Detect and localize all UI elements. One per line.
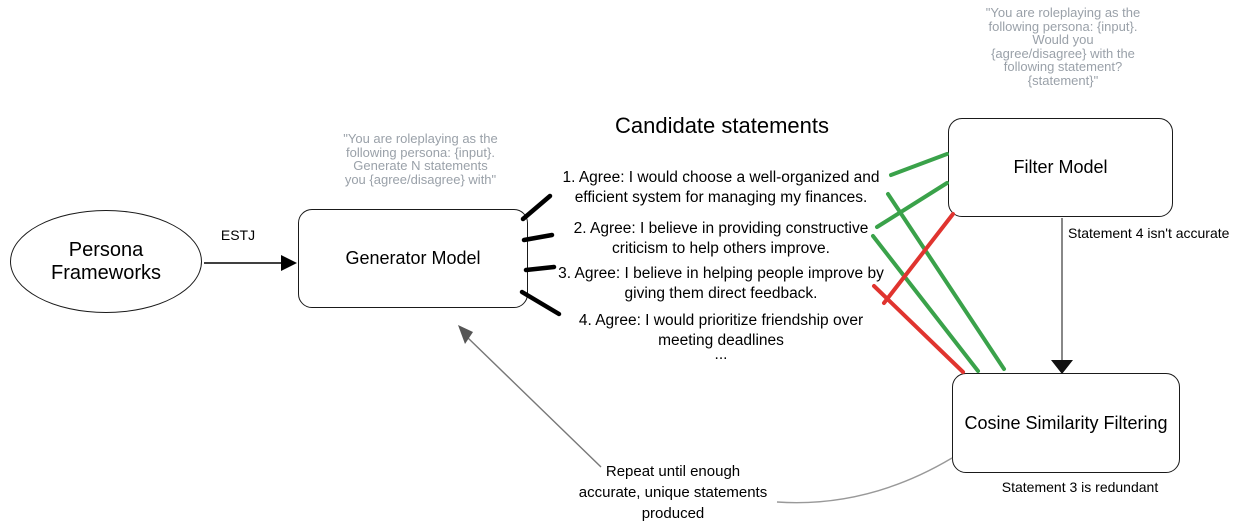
statement-1-line-1: 1. Agree: I would choose a well-organize… <box>562 169 880 186</box>
statements-ellipsis: ... <box>714 346 728 363</box>
estj-edge-label: ESTJ <box>220 227 256 243</box>
generator-prompt-line-3: Generate N statements <box>353 158 488 173</box>
node-cosine-similarity-filtering: Cosine Similarity Filtering <box>952 373 1180 473</box>
node-filter-model: Filter Model <box>948 118 1173 217</box>
statement-2-line-2: criticism to help others improve. <box>612 240 830 257</box>
cosine-note: Statement 3 is redundant <box>1001 479 1159 495</box>
repeat-note: Repeat until enough accurate, unique sta… <box>563 461 783 522</box>
repeat-note-line-1: Repeat until enough <box>605 463 741 480</box>
candidate-statements-title: Candidate statements <box>614 113 830 138</box>
filter-prompt-text: "You are roleplaying as the following pe… <box>963 6 1163 87</box>
filter-prompt-line-3: Would you <box>1032 32 1094 47</box>
generator-prompt-text: "You are roleplaying as the following pe… <box>330 132 511 186</box>
cosine-similarity-label: Cosine Similarity Filtering <box>964 412 1168 433</box>
persona-frameworks-label: Persona Frameworks <box>50 238 161 284</box>
statement-3: 3. Agree: I believe in helping people im… <box>545 264 897 304</box>
statement-3-line-1: 3. Agree: I believe in helping people im… <box>558 265 884 282</box>
connector-cosine-to-repeat-note <box>776 457 953 504</box>
generator-prompt-line-4: you {agree/disagree} with" <box>344 171 497 187</box>
statement-1-line-2: efficient system for managing my finance… <box>574 189 868 206</box>
statement-1: 1. Agree: I would choose a well-organize… <box>545 168 897 208</box>
statement-4: 4. Agree: I would prioritize friendship … <box>545 311 897 351</box>
statement-3-line-2: giving them direct feedback. <box>624 285 818 302</box>
node-persona-frameworks: Persona Frameworks <box>10 210 202 313</box>
generator-prompt-line-2: following persona: {input}. <box>346 144 495 160</box>
arrow-persona-to-generator-head <box>281 255 297 271</box>
generator-model-label: Generator Model <box>345 248 481 268</box>
repeat-note-line-3: produced <box>641 505 705 522</box>
statement-4-line-1: 4. Agree: I would prioritize friendship … <box>578 312 864 329</box>
filter-prompt-line-6: {statement}" <box>1027 72 1099 88</box>
generator-prompt-line-1: "You are roleplaying as the <box>343 131 498 146</box>
arrow-filter-to-cosine-head <box>1051 360 1073 374</box>
arrow-repeat-to-generator-head <box>458 325 473 344</box>
filter-prompt-line-5: following statement? <box>1003 59 1123 74</box>
filter-note: Statement 4 isn't accurate <box>1068 225 1230 241</box>
node-generator-model: Generator Model <box>298 209 528 308</box>
statement-2: 2. Agree: I believe in providing constru… <box>545 219 897 259</box>
filter-prompt-line-2: following persona: {input}. <box>988 18 1138 34</box>
filter-model-label: Filter Model <box>1013 157 1108 177</box>
filter-prompt-line-1: "You are roleplaying as the <box>985 5 1141 20</box>
filter-prompt-line-4: {agree/disagree} with the <box>991 45 1135 61</box>
statement-2-line-1: 2. Agree: I believe in providing constru… <box>573 220 869 237</box>
accept-line-statement1-to-cosine <box>886 192 1006 371</box>
statement-4-line-2: meeting deadlines <box>658 332 784 349</box>
repeat-note-line-2: accurate, unique statements <box>578 484 768 501</box>
accept-line-statement1-to-filter <box>889 152 949 177</box>
